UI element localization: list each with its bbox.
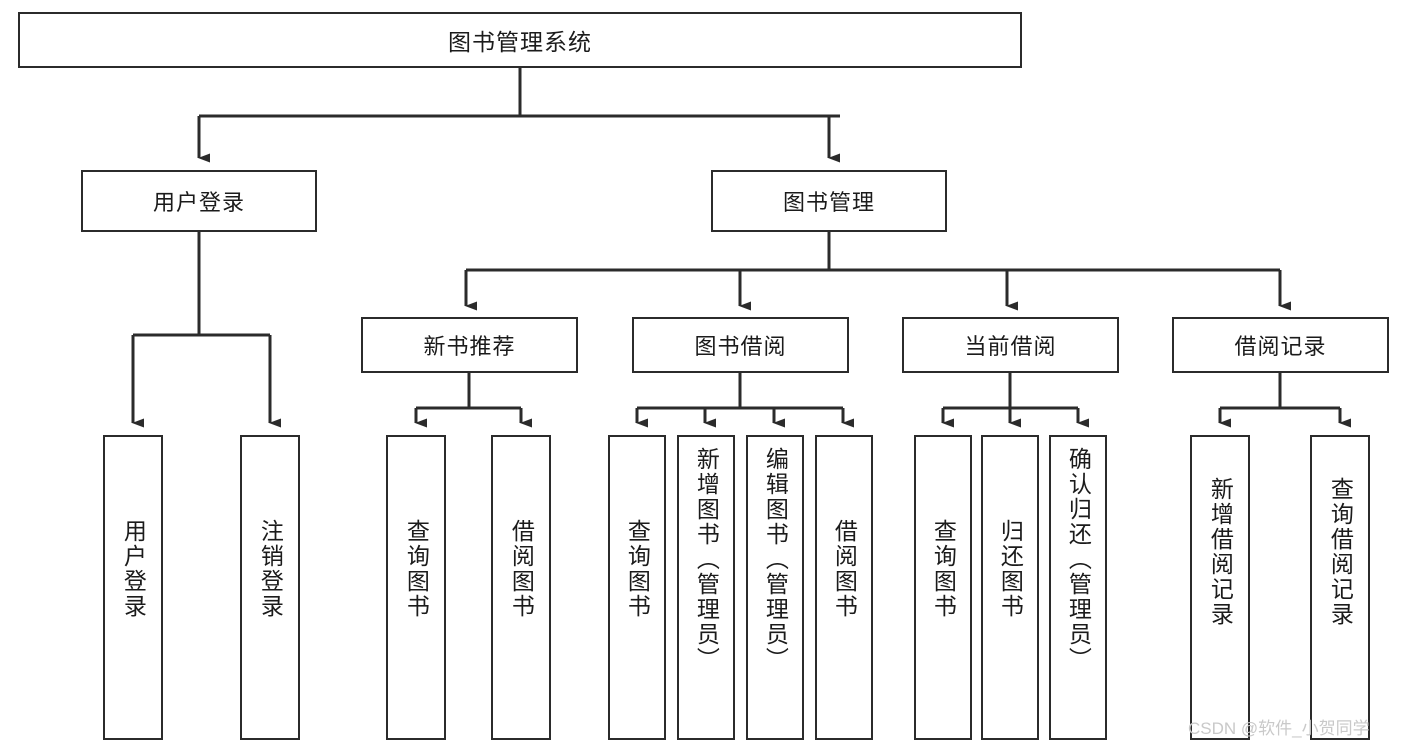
leaf-edit-book-admin[interactable]: 编辑图书（管理员） — [746, 435, 804, 740]
node-current-borrow[interactable]: 当前借阅 — [902, 317, 1119, 373]
node-label: 查询借阅记录 — [1327, 477, 1354, 627]
node-label: 图书管理 — [782, 190, 875, 215]
leaf-borrow-book-newbook[interactable]: 借阅图书 — [491, 435, 551, 740]
leaf-add-book-admin[interactable]: 新增图书（管理员） — [677, 435, 735, 740]
node-label: 查询图书 — [624, 519, 651, 619]
node-label: 新书推荐 — [423, 334, 516, 359]
node-label: 查询图书 — [403, 519, 430, 619]
node-label: 查询图书 — [930, 519, 957, 619]
node-label: 借阅图书 — [508, 519, 535, 619]
leaf-query-borrow-record[interactable]: 查询借阅记录 — [1310, 435, 1370, 740]
node-book-management[interactable]: 图书管理 — [711, 170, 947, 232]
node-label: 图书借阅 — [694, 334, 787, 359]
node-new-book-recommend[interactable]: 新书推荐 — [361, 317, 578, 373]
node-label: 新增借阅记录 — [1207, 477, 1234, 627]
node-label: 用户登录 — [152, 190, 245, 215]
node-label: 新增图书（管理员） — [693, 447, 720, 672]
node-label: 图书管理系统 — [448, 29, 592, 55]
leaf-borrow-book[interactable]: 借阅图书 — [815, 435, 873, 740]
leaf-add-borrow-record[interactable]: 新增借阅记录 — [1190, 435, 1250, 740]
node-user-login[interactable]: 用户登录 — [81, 170, 317, 232]
leaf-logout[interactable]: 注销登录 — [240, 435, 300, 740]
node-label: 确认归还（管理员） — [1065, 447, 1092, 672]
node-label: 当前借阅 — [964, 334, 1057, 359]
leaf-return-book[interactable]: 归还图书 — [981, 435, 1039, 740]
leaf-user-login[interactable]: 用户登录 — [103, 435, 163, 740]
csdn-watermark: CSDN @软件_小贺同学 — [1188, 719, 1370, 738]
node-label: 注销登录 — [257, 519, 284, 619]
node-borrow-record[interactable]: 借阅记录 — [1172, 317, 1389, 373]
leaf-query-book-borrow[interactable]: 查询图书 — [608, 435, 666, 740]
leaf-confirm-return-admin[interactable]: 确认归还（管理员） — [1049, 435, 1107, 740]
node-label: 借阅图书 — [831, 519, 858, 619]
leaf-query-book-newbook[interactable]: 查询图书 — [386, 435, 446, 740]
node-label: 用户登录 — [120, 519, 147, 619]
node-book-borrow[interactable]: 图书借阅 — [632, 317, 849, 373]
leaf-query-book-current[interactable]: 查询图书 — [914, 435, 972, 740]
node-label: 归还图书 — [997, 519, 1024, 619]
node-root-system[interactable]: 图书管理系统 — [18, 12, 1022, 68]
node-label: 借阅记录 — [1234, 334, 1327, 359]
node-label: 编辑图书（管理员） — [762, 447, 789, 672]
